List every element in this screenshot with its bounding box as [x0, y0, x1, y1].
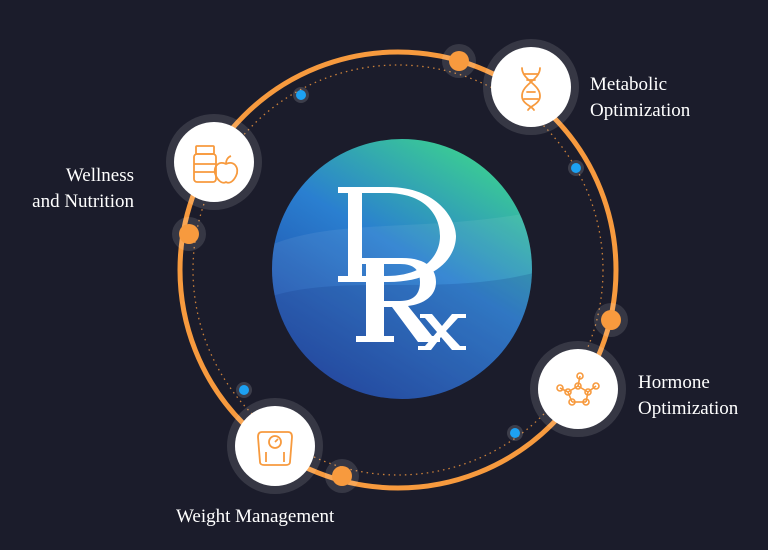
scale-icon — [257, 431, 293, 466]
label-line: Optimization — [590, 100, 691, 121]
label-wellness-nutrition: Wellness and Nutrition — [32, 163, 134, 215]
label-line: Optimization — [638, 398, 739, 419]
supplement-apple-icon — [193, 145, 239, 184]
label-weight-management: Weight Management — [176, 504, 334, 530]
node-metabolic — [483, 39, 579, 135]
label-metabolic-optimization: Metabolic Optimization — [590, 72, 690, 124]
node-weight — [227, 398, 323, 494]
label-line: Hormone — [638, 372, 710, 393]
label-line: and Nutrition — [32, 191, 134, 212]
label-hormone-optimization: Hormone Optimization — [638, 370, 738, 422]
ring-connector-dots — [172, 44, 628, 493]
inner-dotted-orbit — [192, 64, 604, 476]
molecule-icon — [556, 372, 600, 406]
blue-accent-dots — [236, 87, 584, 441]
node-hormone — [530, 341, 626, 437]
node-wellness — [166, 114, 262, 210]
rx-monogram-logo — [338, 187, 466, 350]
label-line: Weight Management — [176, 506, 335, 527]
dna-icon — [521, 67, 541, 111]
outer-orange-ring — [177, 49, 619, 491]
label-line: Wellness — [65, 165, 134, 186]
label-line: Metabolic — [590, 74, 668, 95]
